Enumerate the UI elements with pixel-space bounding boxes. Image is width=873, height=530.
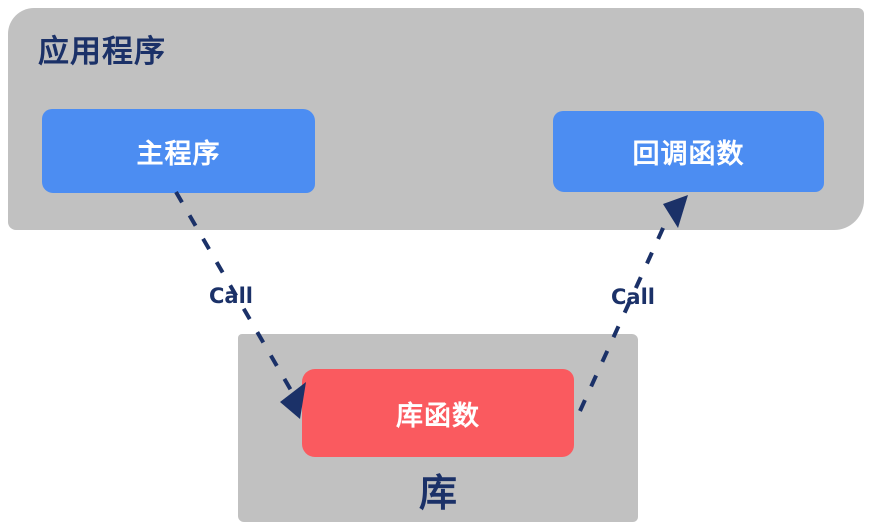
- library-function-label: 库函数: [396, 400, 480, 432]
- call-label-left: Call: [209, 284, 253, 308]
- callback-function-label: 回调函数: [632, 139, 745, 170]
- library-function-box: 库函数: [302, 369, 574, 457]
- callback-function-box: 回调函数: [553, 111, 824, 192]
- application-title: 应用程序: [38, 34, 166, 70]
- library-title: 库: [418, 471, 457, 515]
- main-program-label: 主程序: [136, 138, 221, 170]
- call-label-right: Call: [611, 285, 655, 309]
- main-program-box: 主程序: [42, 109, 315, 193]
